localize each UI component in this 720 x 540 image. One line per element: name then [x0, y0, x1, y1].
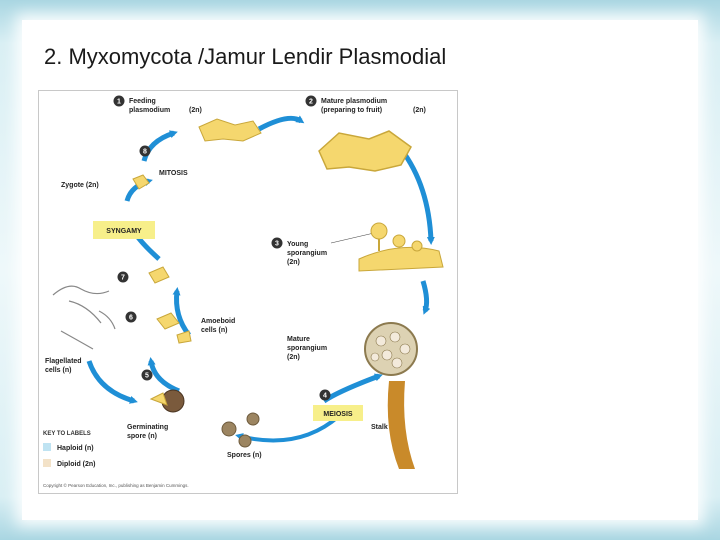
- mature-plasmodium: 2 Mature plasmodium (preparing to fruit)…: [305, 95, 426, 172]
- step-7: 7: [117, 266, 170, 284]
- meiosis-step: 4 MEIOSIS: [313, 389, 363, 421]
- arrow-amoeboid-to-7: [172, 287, 192, 337]
- svg-text:Germinating: Germinating: [127, 424, 168, 431]
- arrow-flagellated: [86, 360, 138, 404]
- syngamy-step: SYNGAMY: [93, 221, 155, 239]
- step-badge-1: [113, 95, 125, 107]
- arrow-2-to-3: [399, 147, 435, 245]
- svg-text:(2n): (2n): [287, 354, 300, 361]
- diploid-swatch: [43, 459, 51, 467]
- svg-text:Zygote (2n): Zygote (2n): [61, 182, 99, 189]
- syngamy-label-box: [93, 221, 155, 239]
- arrow-to-meiosis: [322, 373, 383, 404]
- svg-text:plasmodium: plasmodium: [129, 107, 170, 114]
- young-sporangium: 3 Young sporangium (2n): [271, 222, 444, 272]
- svg-text:(2n): (2n): [287, 259, 300, 266]
- step-badge-7: [117, 271, 129, 283]
- svg-text:Haploid (n): Haploid (n): [57, 445, 94, 452]
- sporangium-stalk: [387, 381, 415, 469]
- svg-text:sporangium: sporangium: [287, 345, 327, 352]
- haploid-swatch: [43, 443, 51, 451]
- svg-text:(preparing to fruit): (preparing to fruit): [321, 107, 382, 114]
- svg-text:5: 5: [145, 373, 149, 380]
- svg-text:KEY TO LABELS: KEY TO LABELS: [43, 431, 91, 437]
- svg-text:(2n): (2n): [189, 107, 202, 114]
- step-badge-5: [141, 369, 153, 381]
- life-cycle-svg: 1 Feeding plasmodium (2n) 2 Mature plasm…: [43, 95, 444, 488]
- svg-text:4: 4: [323, 393, 327, 400]
- arrow-3-to-mature: [420, 280, 431, 315]
- step-badge-2: [305, 95, 317, 107]
- svg-text:MEIOSIS: MEIOSIS: [323, 411, 353, 418]
- svg-text:cells (n): cells (n): [45, 367, 71, 374]
- svg-text:(2n): (2n): [413, 107, 426, 114]
- slide-title: 2. Myxomycota /Jamur Lendir Plasmodial: [44, 44, 447, 69]
- arrow-meiosis-to-spores: [235, 414, 341, 443]
- mature-sporangium: Mature sporangium (2n) Stalk: [287, 322, 418, 469]
- svg-text:1: 1: [117, 99, 121, 106]
- svg-text:SYNGAMY: SYNGAMY: [106, 228, 142, 235]
- svg-text:Amoeboid: Amoeboid: [201, 318, 235, 325]
- svg-text:8: 8: [143, 149, 147, 156]
- svg-text:Mature: Mature: [287, 336, 310, 343]
- svg-text:Spores (n): Spores (n): [227, 452, 262, 459]
- svg-text:6: 6: [129, 315, 133, 322]
- svg-text:cells (n): cells (n): [201, 327, 227, 334]
- key-to-labels: KEY TO LABELS Haploid (n) Diploid (2n): [43, 431, 96, 468]
- step-badge-4: [319, 389, 331, 401]
- svg-text:Feeding: Feeding: [129, 98, 156, 105]
- feeding-plasmodium: 1 Feeding plasmodium (2n): [113, 95, 262, 142]
- copyright-credit: Copyright © Pearson Education, Inc., pub…: [43, 482, 189, 488]
- svg-text:Stalk: Stalk: [371, 424, 388, 431]
- step-badge-8: [139, 145, 151, 157]
- meiosis-label-box: [313, 405, 363, 421]
- arrow-1-to-2: [257, 115, 305, 132]
- svg-text:MITOSIS: MITOSIS: [159, 170, 188, 177]
- step-badge-6: [125, 311, 137, 323]
- arrow-mitosis: [141, 130, 178, 162]
- sporangium-head: [364, 322, 418, 376]
- svg-text:3: 3: [275, 241, 279, 248]
- svg-text:Flagellated: Flagellated: [45, 358, 82, 365]
- svg-text:2: 2: [309, 99, 313, 106]
- svg-text:sporangium: sporangium: [287, 250, 327, 257]
- plasmodium-blob-1: [198, 118, 262, 142]
- svg-text:spore (n): spore (n): [127, 433, 157, 440]
- flagellated-cells: Flagellated cells (n): [45, 285, 116, 374]
- svg-text:7: 7: [121, 275, 125, 282]
- life-cycle-diagram: 1 Feeding plasmodium (2n) 2 Mature plasm…: [38, 90, 458, 494]
- plasmodium-blob-2: [318, 130, 412, 172]
- arrow-germ-to-5: [147, 357, 180, 394]
- svg-text:Young: Young: [287, 241, 308, 248]
- step-badge-3: [271, 237, 283, 249]
- germinating-spore: 5 Germinating spore (n): [127, 369, 185, 440]
- zygote-and-mitosis: Zygote (2n) 8 MITOSIS: [61, 145, 188, 190]
- svg-text:Diploid (2n): Diploid (2n): [57, 461, 96, 468]
- spores: Spores (n): [221, 412, 262, 459]
- svg-text:Mature plasmodium: Mature plasmodium: [321, 98, 387, 105]
- amoeboid-cells: 6 Amoeboid cells (n): [125, 311, 235, 344]
